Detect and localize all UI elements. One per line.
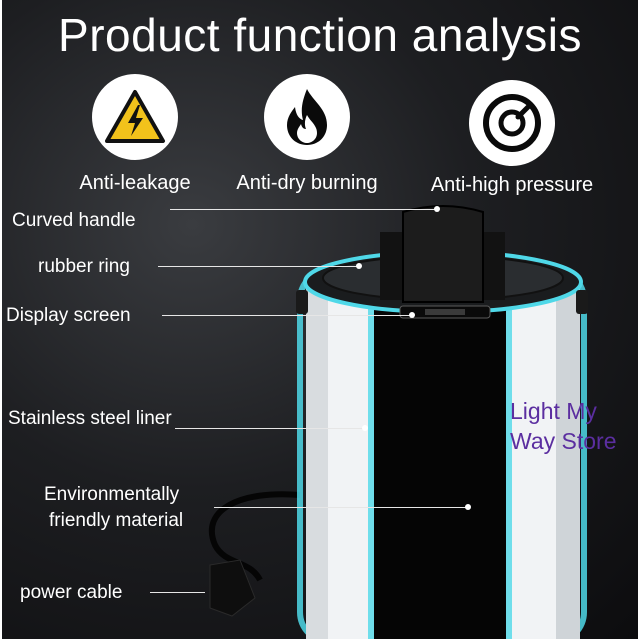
feature-icon-circle: [469, 80, 555, 166]
callout-dot: [465, 504, 471, 510]
feature-icon-circle: [264, 74, 350, 160]
callout-line: [170, 209, 435, 210]
feature-label: Anti-leakage: [79, 172, 191, 194]
feature-anti-leakage: Anti-leakage: [68, 74, 202, 195]
flame-icon: [287, 89, 327, 145]
callout-line: [162, 315, 410, 316]
callout-line: [158, 266, 358, 267]
callout-dot: [409, 312, 415, 318]
callout-line: [214, 507, 466, 508]
feature-icon-circle: [92, 74, 178, 160]
feature-label: Anti-dry burning: [236, 172, 378, 194]
body-left-shade: [306, 285, 328, 641]
watermark-line1: Light My: [510, 398, 597, 424]
display-readout: [425, 309, 465, 315]
callout-dot: [356, 263, 362, 269]
high-voltage-warning-icon: [105, 90, 165, 143]
frame-border-bottom: [0, 639, 640, 641]
side-handle-left: [296, 290, 308, 314]
frame-border-left: [0, 0, 2, 641]
feature-anti-dry-burning: Anti-dry burning: [222, 74, 392, 195]
callout-line: [175, 428, 363, 429]
power-cable-wire: [208, 491, 301, 582]
feature-anti-high-pressure: Anti-high pressure: [412, 80, 612, 197]
curved-handle-shape: [402, 205, 484, 303]
body-right-shade: [556, 285, 580, 641]
page-title: Product function analysis: [58, 9, 582, 61]
power-plug: [209, 559, 256, 617]
glow-strip-right: [506, 300, 512, 641]
store-watermark: Light My Way Store: [510, 396, 617, 456]
callout-dot: [362, 425, 368, 431]
callout-material-line1: Environmentally: [44, 484, 180, 505]
frame-border-right: [638, 0, 640, 641]
handle-right-clip: [480, 232, 505, 300]
pressure-gauge-icon: [483, 94, 541, 152]
callout-curved-handle: Curved handle: [12, 210, 136, 231]
callout-line: [150, 592, 205, 593]
callout-liner: Stainless steel liner: [8, 408, 172, 429]
callout-material-line2: friendly material: [49, 510, 184, 531]
callout-rubber-ring: rubber ring: [38, 256, 130, 277]
front-black-panel: [374, 300, 506, 641]
callout-display-screen: Display screen: [6, 305, 131, 326]
watermark-line2: Way Store: [510, 428, 617, 454]
feature-label: Anti-high pressure: [430, 174, 594, 196]
handle-left-clip: [380, 232, 405, 300]
side-handle-right: [576, 290, 588, 314]
callout-power-cable: power cable: [20, 582, 123, 603]
glow-strip-left: [368, 300, 374, 641]
callout-dot: [434, 206, 440, 212]
